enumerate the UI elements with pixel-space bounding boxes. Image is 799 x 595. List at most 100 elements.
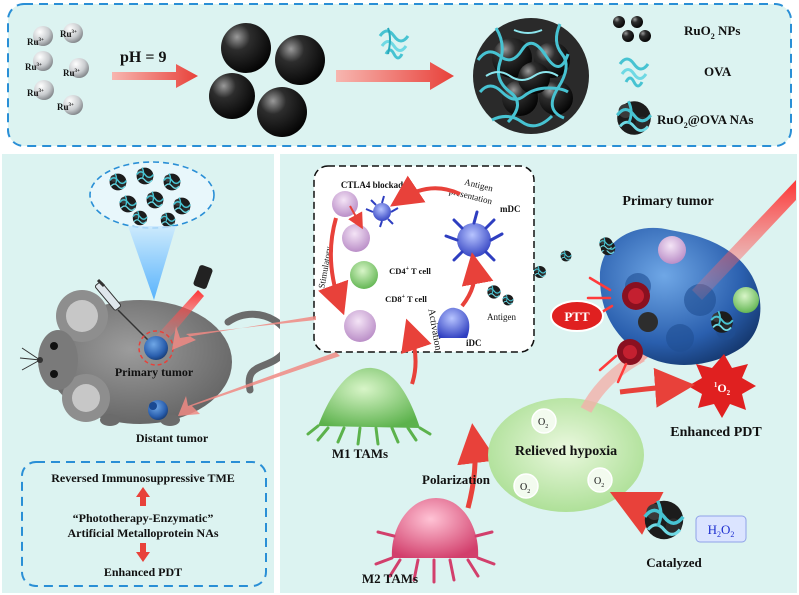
ru-ion-label: Ru bbox=[57, 102, 69, 112]
ruo2-np bbox=[209, 73, 255, 119]
arrow-idc-to-mdc-icon bbox=[460, 252, 494, 308]
tumor-title-label: Primary tumor bbox=[622, 194, 713, 209]
ru-ion-charge: 3+ bbox=[72, 30, 78, 35]
m2-label: M2 TAMs bbox=[362, 571, 418, 586]
ru-ion-label: Ru bbox=[60, 29, 72, 39]
hypoxia-ellipse: Relieved hypoxia O2 O2 O2 bbox=[488, 398, 644, 512]
ptt-badge: PTT bbox=[550, 300, 604, 332]
ruo2-ova-nas-large bbox=[473, 18, 589, 134]
arrow-polarization-icon bbox=[457, 423, 497, 509]
ru-ion bbox=[34, 80, 54, 100]
cd4-t-cell bbox=[350, 261, 378, 289]
distant-tumor-mouse bbox=[148, 400, 168, 420]
summary-box: Reversed Immunosuppressive TME “Photothe… bbox=[21, 461, 267, 587]
up-arrow-icon bbox=[136, 487, 150, 506]
svg-text:Ru3+: Ru3+ bbox=[27, 88, 44, 98]
arrow-ph-icon bbox=[112, 64, 198, 88]
arrow-activation-icon bbox=[401, 318, 432, 385]
ru-ion-label: Ru bbox=[25, 62, 37, 72]
ruo2-np bbox=[257, 87, 307, 137]
down-arrow-icon bbox=[136, 543, 150, 562]
injection-cone bbox=[128, 226, 176, 300]
svg-text:Ru3+: Ru3+ bbox=[60, 29, 77, 39]
cd4-label: CD4+ T cell bbox=[389, 266, 431, 276]
svg-text:Ru3+: Ru3+ bbox=[25, 62, 42, 72]
o2-bubble: O2 bbox=[531, 408, 557, 434]
ru-ion bbox=[69, 58, 89, 78]
svg-text:O2: O2 bbox=[594, 476, 604, 489]
arrow-small-icon bbox=[348, 205, 363, 230]
arrow-assembly-icon bbox=[336, 62, 454, 90]
o2-bubble: O2 bbox=[587, 467, 613, 493]
ru-ion-label: Ru bbox=[27, 37, 39, 47]
legend-ova-icon bbox=[618, 57, 650, 88]
polarization-label: Polarization bbox=[422, 472, 491, 487]
ru-ion-group: Ru3+ Ru3+ Ru3+ Ru3+ Ru3+ Ru3+ bbox=[25, 23, 89, 115]
nas-injection-bubble bbox=[89, 161, 215, 229]
arrow-presentation-icon bbox=[390, 175, 461, 207]
cd8-t-cell bbox=[344, 310, 376, 342]
summary-top-text: Reversed Immunosuppressive TME bbox=[51, 471, 235, 485]
ru-ion-charge: 3+ bbox=[37, 63, 43, 68]
ruo2-np bbox=[221, 23, 271, 73]
catalyzed-label: Catalyzed bbox=[646, 555, 702, 570]
legend-np-icon bbox=[622, 30, 634, 42]
laser-device-icon bbox=[193, 265, 213, 289]
m2-tam-cell bbox=[374, 498, 496, 584]
ruo2-np bbox=[275, 35, 325, 85]
tumor-laser-beam bbox=[692, 180, 796, 300]
ru-ion bbox=[63, 23, 83, 43]
idc-label: iDC bbox=[466, 338, 482, 348]
ph-label: pH = 9 bbox=[120, 49, 166, 66]
svg-text:Ru3+: Ru3+ bbox=[57, 102, 74, 112]
legend-np-icon bbox=[639, 30, 651, 42]
distant-tumor-label: Distant tumor bbox=[136, 431, 209, 445]
svg-text:H2O2: H2O2 bbox=[708, 522, 735, 539]
ru-ion-charge: 3+ bbox=[69, 103, 75, 108]
svg-text:Ru3+: Ru3+ bbox=[27, 37, 44, 47]
svg-text:O2: O2 bbox=[538, 417, 548, 430]
blue-dc-small bbox=[365, 195, 399, 228]
legend-nas-label: RuO2@OVA NAs bbox=[657, 112, 753, 130]
relieved-hypoxia-label: Relieved hypoxia bbox=[515, 444, 617, 459]
ru-ion bbox=[33, 26, 53, 46]
ru-ion-charge: 3+ bbox=[39, 89, 45, 94]
h2o2-badge: H2O2 bbox=[695, 515, 747, 543]
svg-text:1O2: 1O2 bbox=[714, 381, 731, 397]
summary-middle-text-2: Artificial Metalloprotein NAs bbox=[67, 526, 218, 540]
ctla4-label: CTLA4 blockade bbox=[341, 180, 407, 190]
ruo2-nps-group bbox=[209, 23, 325, 137]
catalyst-nas-icon bbox=[643, 499, 685, 541]
legend-np-icon bbox=[631, 16, 643, 28]
legend-nas-icon bbox=[615, 99, 653, 137]
immune-cycle-box: CTLA4 blockade CD4+ T cell CD8+ T cell S… bbox=[313, 165, 535, 353]
primary-tumor-label: Primary tumor bbox=[115, 365, 194, 379]
singlet-oxygen-star: 1O2 bbox=[688, 354, 756, 418]
synthesis-legend: RuO2 NPs OVA RuO2@OVA NAs bbox=[613, 16, 753, 137]
cd8-label: CD8+ T cell bbox=[385, 294, 427, 304]
ru-ion-label: Ru bbox=[27, 88, 39, 98]
legend-nps-label: RuO2 NPs bbox=[684, 23, 740, 41]
enhanced-pdt-label: Enhanced PDT bbox=[670, 425, 762, 440]
ru-ion bbox=[33, 51, 53, 71]
arrow-to-mouse-1-icon bbox=[172, 316, 316, 350]
svg-text:Ru3+: Ru3+ bbox=[63, 68, 80, 78]
mdc-cell bbox=[444, 210, 504, 269]
legend-np-icon bbox=[613, 16, 625, 28]
ru-ion bbox=[63, 95, 83, 115]
summary-bottom-text: Enhanced PDT bbox=[104, 565, 182, 579]
ru-ion-label: Ru bbox=[63, 68, 75, 78]
ova-protein-icon bbox=[378, 27, 410, 60]
arrow-stimulatory-icon bbox=[318, 217, 349, 316]
antigen-label: Antigen bbox=[487, 312, 516, 322]
ru-ion-charge: 3+ bbox=[39, 38, 45, 43]
mdc-label: mDC bbox=[500, 204, 521, 214]
syringe-icon bbox=[94, 278, 149, 341]
t-cell-top bbox=[342, 224, 370, 252]
legend-ova-label: OVA bbox=[704, 64, 732, 79]
laser-beam bbox=[156, 290, 204, 342]
m1-label: M1 TAMs bbox=[332, 446, 388, 461]
o2-bubble: O2 bbox=[513, 473, 539, 499]
m1-tam-cell bbox=[306, 367, 432, 446]
